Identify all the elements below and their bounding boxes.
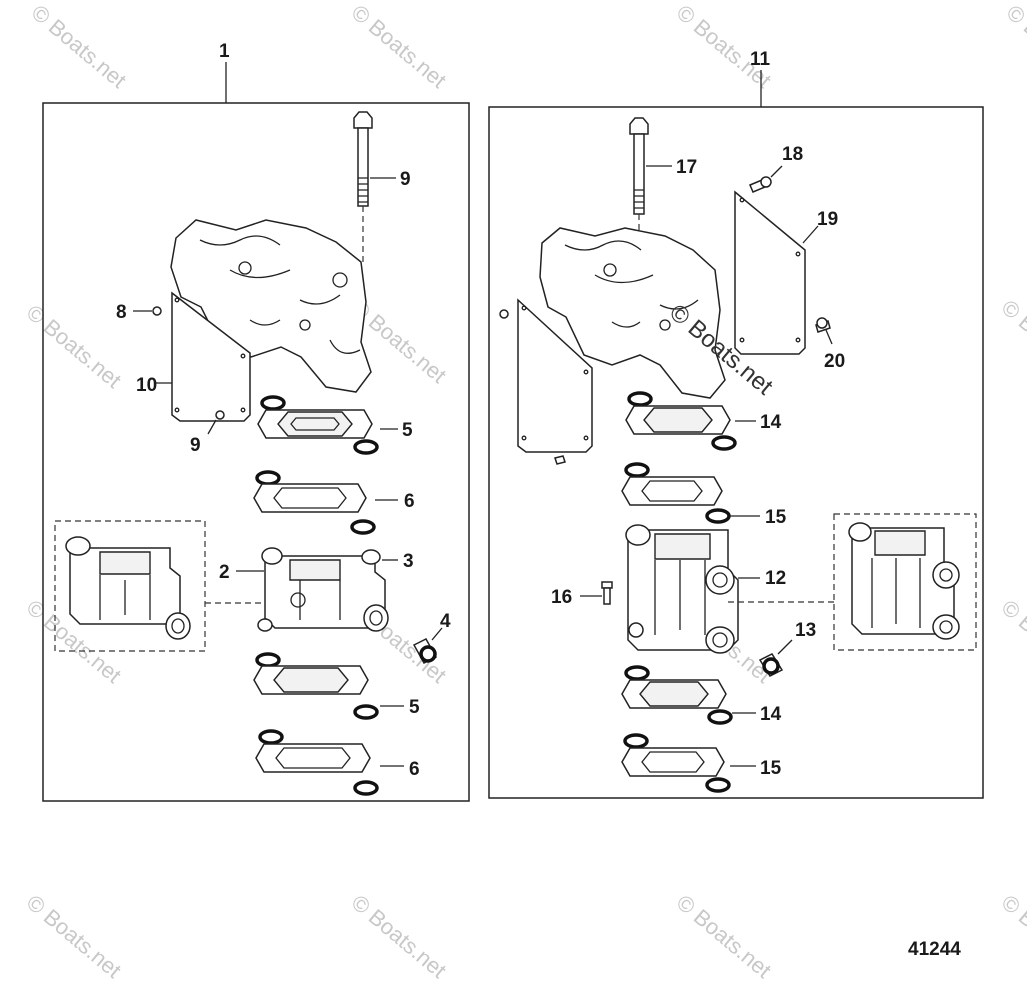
bolt-part-7 [353,111,396,265]
callout-14-upper: 14 [760,412,782,433]
callout-2: 2 [219,562,230,583]
cover-plate-part-19 [734,190,819,355]
plug-part-3 [361,549,398,565]
callout-15-upper: 15 [765,507,787,528]
callout-16: 16 [551,587,572,608]
callout-9: 10 [136,375,157,396]
callout-14-lower: 14 [760,704,782,725]
callout-12: 12 [765,568,786,589]
watermark: © Boats.net [27,0,131,93]
assembly-right: 11 17 [488,49,984,799]
manifold-part-2 [205,547,389,632]
watermark: © Boats.net [347,890,451,983]
cover-plate-part-9 [155,291,251,422]
gasket-part-14-lower [621,665,756,725]
screw-part-18 [749,165,783,193]
gasket-part-6-lower [255,729,404,796]
callout-11: 11 [750,49,771,70]
engine-block-right [539,227,726,399]
callout-7: 9 [400,169,411,190]
figure-number: 41244 [908,939,961,960]
screw-part-20 [815,317,833,345]
callout-4: 4 [440,611,451,632]
gasket-part-15-upper [621,462,760,524]
callout-19: 19 [817,209,838,230]
cover-plate-right-lower [499,298,593,465]
watermark: © Boats.net [1002,0,1027,93]
callout-10: 9 [190,435,201,456]
assembly-frame-left [42,102,470,802]
gasket-part-5-upper [257,395,398,455]
callout-20: 20 [824,351,845,372]
manifold-detail-inset-right [833,513,977,651]
gasket-part-15-lower [621,733,756,793]
manifold-detail-inset-left [54,520,206,652]
watermark-layer: © Boats.net © Boats.net © Boats.net © Bo… [22,0,1027,983]
callout-15-lower: 15 [760,758,782,779]
gasket-part-14-upper [625,391,756,451]
fitting-part-13 [758,639,793,677]
watermark: © Boats.net [997,295,1027,388]
bolt-part-16 [580,581,613,605]
callout-1: 1 [219,41,230,62]
callout-6-upper: 6 [404,491,415,512]
watermark: © Boats.net [22,890,126,983]
watermark: © Boats.net [672,890,776,983]
gasket-part-6-upper [253,470,398,535]
watermark: © Boats.net [997,890,1027,983]
watermark: © Boats.net [22,300,126,393]
assembly-left: 1 9 10 8 [42,41,470,802]
callout-5-lower: 5 [409,697,420,718]
callout-5-upper: 5 [402,420,413,441]
manifold-part-12 [625,524,834,654]
watermark: © Boats.net [347,0,451,93]
callout-6-lower: 6 [409,759,420,780]
assembly-frame-right [488,106,984,799]
callout-18: 18 [782,144,803,165]
callout-3: 3 [403,551,414,572]
engine-block-left [170,219,372,393]
callout-8: 8 [116,302,127,323]
gasket-part-5-lower [253,652,404,720]
callout-13: 13 [795,620,816,641]
screw-part-8 [133,306,162,316]
fitting-part-4 [412,627,443,664]
screw-part-10 [207,410,225,435]
callout-17: 17 [676,157,697,178]
watermark: © Boats.net [997,595,1027,688]
